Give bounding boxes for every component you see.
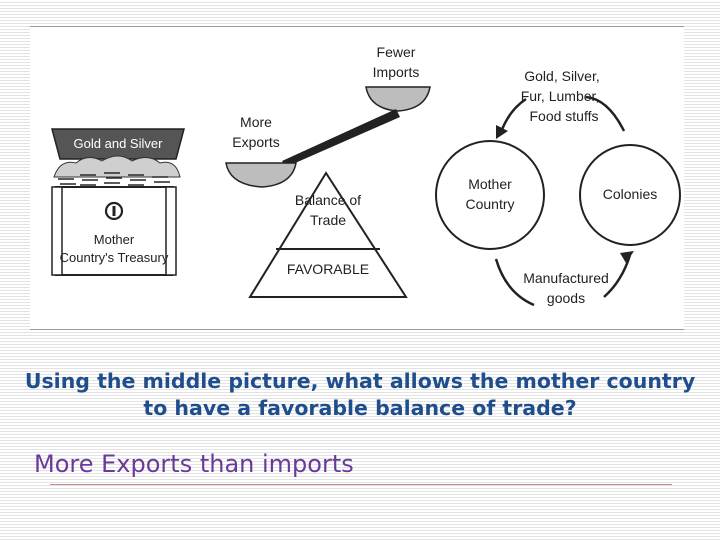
treasury-lid <box>51 128 185 160</box>
colonies-label: Colonies <box>603 186 657 202</box>
imports-pan <box>365 86 431 112</box>
treasury-chest: Gold and Silver Mother Country <box>51 128 185 276</box>
trade-cycle: Mother Country Colonies Gold, Silver, Fu… <box>435 68 681 307</box>
scale-beam <box>282 109 400 167</box>
fewer-imports-line1: Fewer <box>377 44 416 60</box>
coin-stacks <box>58 172 174 188</box>
mother-country-line2: Country <box>465 196 514 212</box>
treasury-caption-line2: Country's Treasury <box>60 250 169 265</box>
mercantilism-diagram: Gold and Silver Mother Country <box>30 26 684 330</box>
answer-underline <box>50 484 672 485</box>
fewer-imports-line2: Imports <box>373 64 420 80</box>
colonies-circle <box>579 144 681 246</box>
arrow-to-mother-icon <box>496 125 508 139</box>
balance-line1: Balance of <box>295 192 361 208</box>
favorable-label: FAVORABLE <box>287 261 369 277</box>
fulcrum-triangle <box>248 171 408 298</box>
raw-goods-line3: Food stuffs <box>529 108 598 124</box>
coin-pile <box>53 155 181 178</box>
manufactured-line1: Manufactured <box>523 270 609 286</box>
more-exports-line2: Exports <box>232 134 279 150</box>
exports-pan <box>225 162 297 188</box>
question-text: Using the middle picture, what allows th… <box>24 369 696 420</box>
raw-goods-line1: Gold, Silver, <box>524 68 599 84</box>
mother-country-line1: Mother <box>468 176 512 192</box>
treasury-top-label: Gold and Silver <box>74 136 164 151</box>
more-exports-line1: More <box>240 114 272 130</box>
mother-country-circle <box>435 140 545 250</box>
diagram-svg: Gold and Silver Mother Country <box>51 44 681 307</box>
balance-scale: Fewer Imports More Exports Balance of Tr… <box>225 44 431 298</box>
manufactured-line2: goods <box>547 290 585 306</box>
raw-goods-line2: Fur, Lumber, <box>521 88 600 104</box>
treasury-caption-line1: Mother <box>94 232 135 247</box>
arrow-to-colonies-icon <box>620 251 634 263</box>
answer-text: More Exports than imports <box>34 450 354 478</box>
balance-line2: Trade <box>310 212 346 228</box>
